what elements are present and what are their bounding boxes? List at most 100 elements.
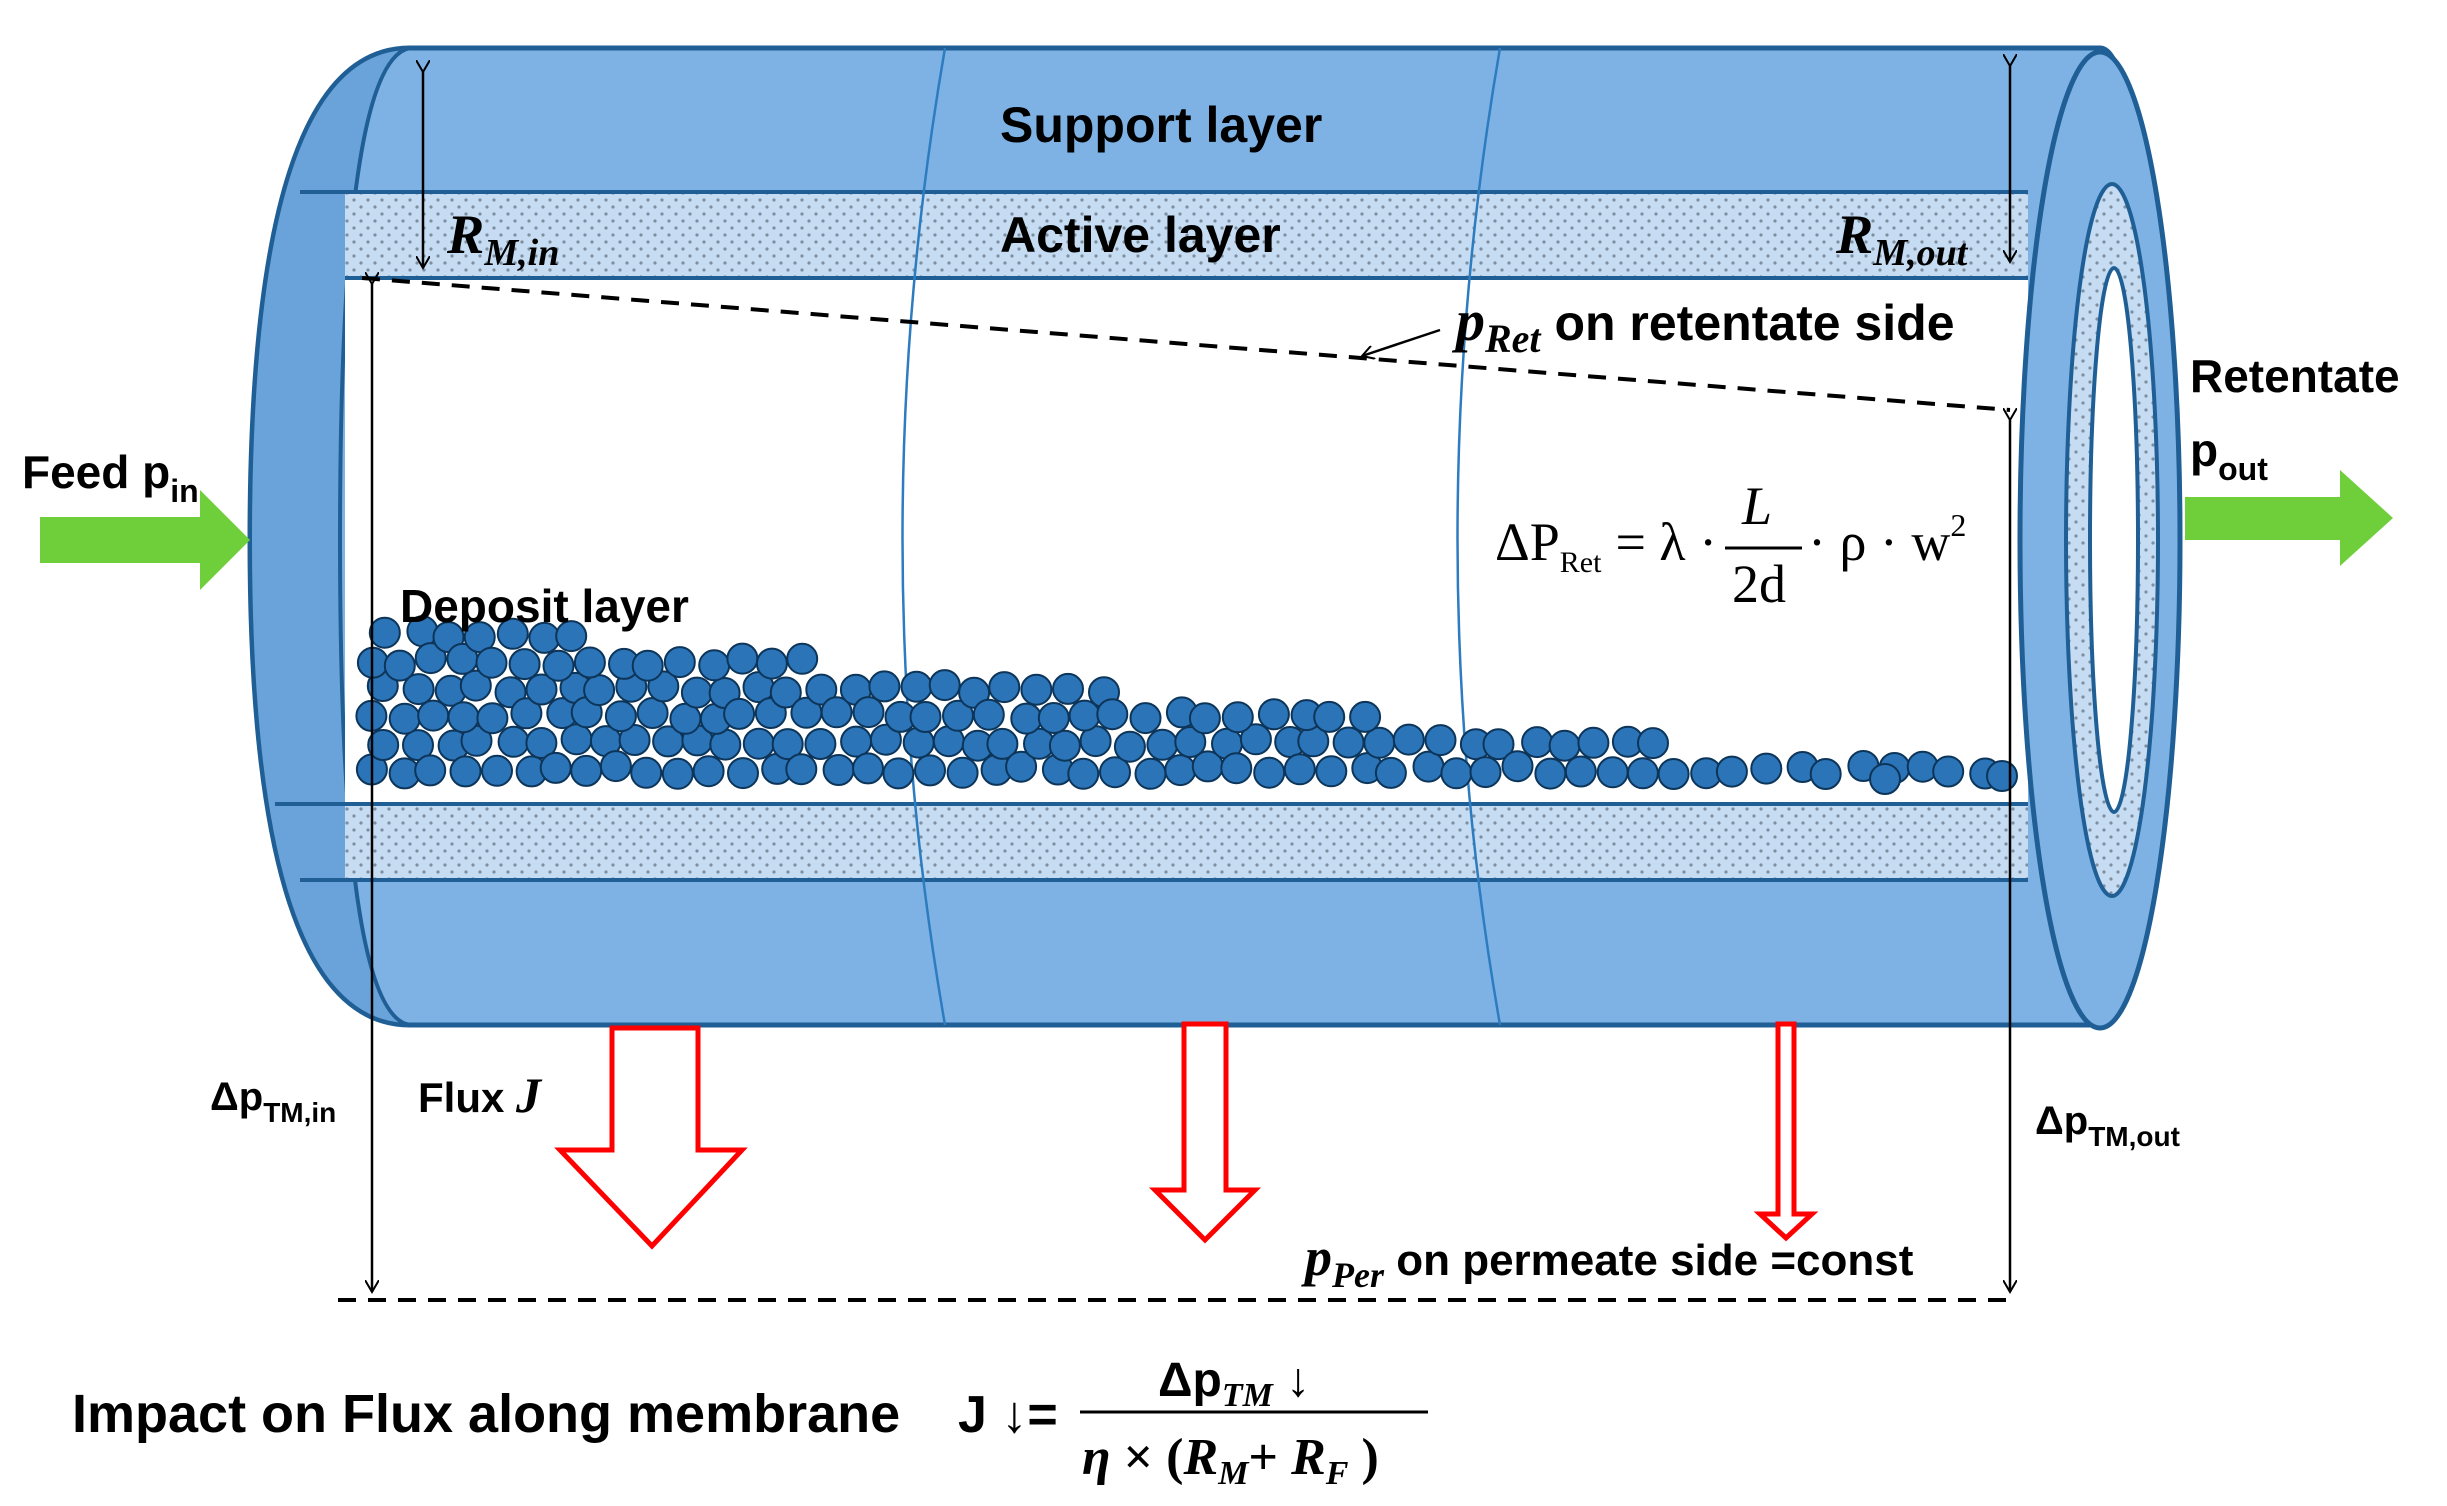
svg-text:η × (RM+ RF ): η × (RM+ RF ) xyxy=(1082,1429,1379,1492)
deposit-particle xyxy=(1313,700,1346,733)
feed-label: Feed pin xyxy=(22,446,199,509)
deposit-particle xyxy=(414,642,447,675)
deposit-particle xyxy=(508,648,541,681)
deposit-particle xyxy=(1869,763,1901,795)
p-ret-label: pRet on retentate side xyxy=(1451,288,1955,361)
deposit-particles xyxy=(355,615,2018,795)
deposit-particle xyxy=(868,670,901,703)
deposit-layer-label: Deposit layer xyxy=(400,580,689,632)
retentate-pressure-line xyxy=(361,276,2011,412)
deposit-particle xyxy=(497,725,530,758)
deposit-particle xyxy=(1626,757,1659,790)
deposit-particle xyxy=(988,671,1021,704)
deposit-particle xyxy=(1469,756,1502,789)
flux-label: Flux J xyxy=(418,1067,543,1123)
svg-text:ΔPRet= λ ·: ΔPRet= λ · xyxy=(1495,512,1717,579)
deposit-particle xyxy=(1657,758,1690,790)
deposit-particle xyxy=(882,757,915,790)
rm-in-label: RM,in xyxy=(446,204,559,274)
deposit-particle xyxy=(1221,701,1254,734)
deposit-particle xyxy=(560,723,593,756)
deposit-particle xyxy=(900,670,933,703)
deposit-particle xyxy=(414,754,447,787)
deposit-particle xyxy=(785,753,818,786)
deposit-particle xyxy=(804,728,837,760)
deposit-particle xyxy=(525,727,558,759)
deposit-particle xyxy=(1374,756,1407,789)
deposit-particle xyxy=(1174,726,1207,758)
deposit-particle xyxy=(555,620,588,653)
deposit-particle xyxy=(583,674,616,707)
deposit-particle xyxy=(742,727,775,760)
deposit-particle xyxy=(1220,752,1253,785)
deposit-particle xyxy=(1986,760,2018,792)
deposit-particle xyxy=(1020,673,1053,706)
svg-text:J ↓=: J ↓= xyxy=(958,1386,1058,1444)
deposit-particle xyxy=(852,696,885,729)
deposit-particle xyxy=(402,673,435,706)
deposit-particle xyxy=(368,616,401,649)
deposit-particle xyxy=(604,700,637,733)
deposit-particle xyxy=(723,697,756,730)
deposit-particle xyxy=(1257,698,1290,731)
deposit-particle xyxy=(1134,757,1167,790)
deposit-particle xyxy=(1315,755,1348,788)
deposit-particle xyxy=(449,755,482,788)
deposit-particle xyxy=(1809,758,1842,790)
deposit-particle xyxy=(822,754,855,786)
deposit-particle xyxy=(755,647,788,680)
deposit-particle xyxy=(1005,750,1038,783)
deposit-particle xyxy=(805,673,838,706)
deposit-particle xyxy=(1596,756,1629,789)
svg-text:L: L xyxy=(1741,476,1772,536)
dp-tm-out-label: ΔpTM,out xyxy=(2035,1099,2180,1152)
deposit-particle xyxy=(618,724,651,756)
deposit-particle xyxy=(1392,723,1425,756)
deposit-particle xyxy=(630,756,663,789)
active-layer-label: Active layer xyxy=(1000,207,1281,263)
support-layer-label: Support layer xyxy=(1000,97,1322,153)
deposit-particle xyxy=(1412,750,1445,783)
tube-right-end-lumen xyxy=(2088,266,2140,814)
deposit-particle xyxy=(1239,723,1272,756)
deposit-particle xyxy=(1637,727,1669,760)
deposit-particle xyxy=(573,646,606,679)
deposit-particle xyxy=(1129,702,1162,735)
deposit-particle xyxy=(928,669,961,702)
deposit-particle xyxy=(840,725,873,758)
flux-arrow-large xyxy=(554,1025,748,1250)
deposit-particle xyxy=(1253,756,1286,789)
deposit-particle xyxy=(481,754,513,787)
deposit-particle xyxy=(1283,753,1316,786)
active-layer-bottom xyxy=(345,804,2028,880)
dp-tm-in-label: ΔpTM,in xyxy=(210,1075,336,1128)
deposit-particle xyxy=(1332,726,1365,759)
deposit-particle xyxy=(496,617,529,650)
deposit-particle xyxy=(1146,728,1179,761)
deposit-particle xyxy=(1099,756,1131,789)
tube-seam-1 xyxy=(901,47,947,1026)
deposit-particle xyxy=(1052,672,1084,705)
deposit-particle xyxy=(1715,755,1748,788)
deposit-particle xyxy=(1037,702,1070,734)
deposit-particle xyxy=(909,701,942,733)
deposit-particle xyxy=(1010,702,1043,735)
deposit-particle xyxy=(726,642,759,675)
deposit-particle xyxy=(388,702,421,735)
rm-out-label: RM,out xyxy=(1835,204,1969,274)
deposit-particle xyxy=(771,728,804,761)
deposit-particle xyxy=(636,697,669,729)
flux-equation: J ↓= ΔpTM ↓ η × (RM+ RF ) xyxy=(958,1354,1428,1492)
impact-title: Impact on Flux along membrane xyxy=(72,1384,900,1444)
deposit-particle xyxy=(447,701,480,734)
deposit-particle xyxy=(1932,755,1965,788)
deposit-particle xyxy=(946,756,979,789)
deposit-particle xyxy=(599,750,632,783)
svg-text:ΔpTM ↓: ΔpTM ↓ xyxy=(1158,1354,1310,1414)
deposit-particle xyxy=(820,696,853,729)
deposit-particle xyxy=(570,754,603,787)
deposit-particle xyxy=(459,669,492,702)
deposit-particle xyxy=(1501,750,1534,783)
deposit-particle xyxy=(852,752,884,785)
